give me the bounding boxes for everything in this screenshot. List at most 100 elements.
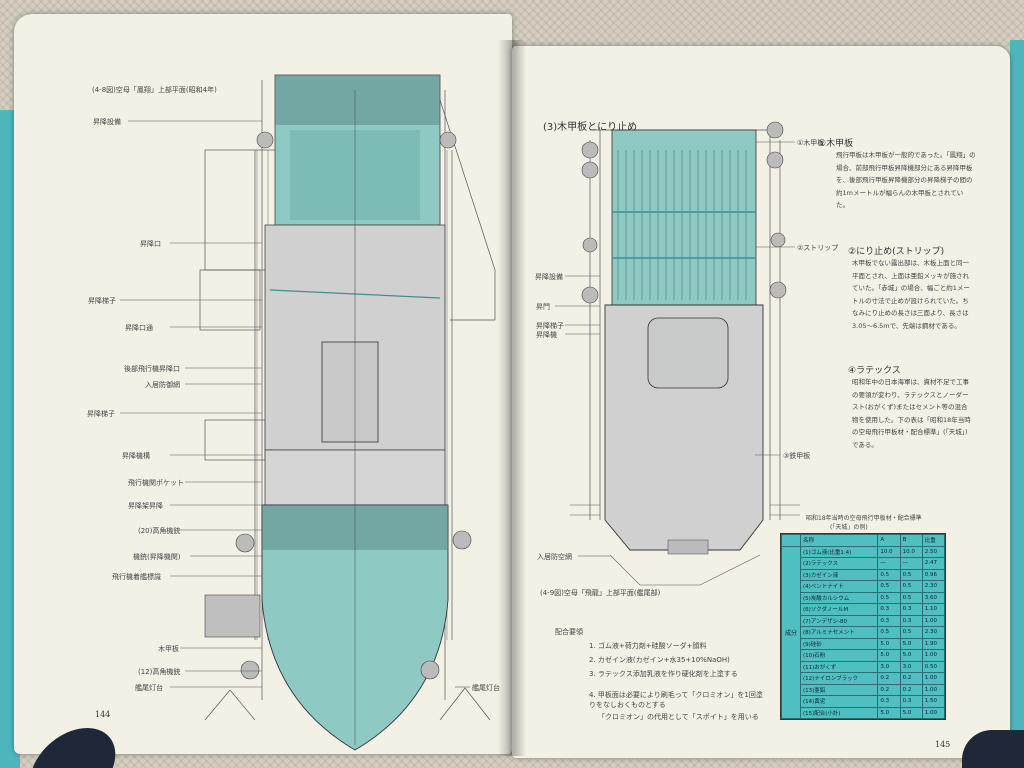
table-cell: 0.2 — [877, 683, 901, 696]
table-cell: 0.3 — [899, 614, 923, 627]
table-cell: 0.2 — [899, 672, 923, 685]
label-line-12: 機銃(昇降機関) — [133, 553, 181, 561]
label-line-15: (12)高角機銃 — [138, 668, 181, 676]
right-left-label-2: 昇門 — [536, 303, 550, 311]
table-cell: 0.5 — [877, 626, 901, 639]
table-subtitle: (「天城」の例) — [830, 524, 868, 531]
table-cell: 5.0 — [877, 637, 901, 650]
table-cell: 0.5 — [877, 568, 901, 581]
table-cell: (10)石粉 — [799, 649, 879, 662]
table-cell: 10.0 — [877, 545, 901, 558]
table-cell: — — [877, 557, 901, 570]
table-header-row: 名称 A B 比重 — [781, 534, 946, 547]
table-cell: 5.0 — [899, 706, 923, 719]
callout-strip: ②ストリップ — [797, 244, 839, 252]
table-cell: 5.0 — [899, 637, 923, 650]
left-figure-caption: (4-8図)空母「鳳翔」上部平面(昭和4年) — [92, 86, 217, 94]
note-line-1: 1. ゴム液+荷力剤+硅酸ソーダ+顔料 — [589, 642, 707, 650]
label-line-2: 昇降口 — [140, 240, 161, 248]
table-cell: (5)炭酸カルシウム — [799, 591, 879, 604]
table-cell: 0.3 — [899, 603, 923, 616]
section-1-text: 飛行甲板は木甲板が一般的であった。「鳳翔」の場合、前部飛行甲板昇降機部分にある昇… — [836, 151, 976, 209]
label-line-14: 木甲板 — [158, 645, 179, 653]
label-line-5: 後部飛行機昇降口 — [124, 365, 180, 373]
table-cell: (13)亜鉛 — [799, 683, 879, 696]
table-cell: 0.50 — [921, 660, 946, 673]
table-title: 昭和18年当時の空母飛行甲板材・配合標準 — [806, 515, 922, 522]
section-1-heading: ①木甲板 — [818, 139, 854, 149]
table-cell: 0.2 — [877, 672, 901, 685]
right-figure-caption: (4-9図)空母「飛龍」上部平面(艦尾部) — [540, 589, 661, 597]
note-line-3: 3. ラテックス添加乳液を作り硬化剤を上塗する — [589, 670, 738, 678]
right-page-number: 145 — [935, 740, 951, 749]
table-cell: 0.3 — [899, 695, 923, 708]
table-cell: 1.00 — [921, 614, 946, 627]
section-heading: (3)木甲板とにり止め — [543, 122, 638, 133]
label-line-6: 入居防御網 — [145, 381, 180, 389]
table-cell: 2.30 — [921, 626, 946, 639]
table-cell: 10.0 — [899, 545, 923, 558]
table-header: A — [877, 534, 901, 547]
book-clip-right — [962, 730, 1024, 768]
table-cell: 0.5 — [899, 568, 923, 581]
table-cell: 0.96 — [921, 568, 946, 581]
table-cell: — — [899, 557, 923, 570]
table-cell: (15)配合(小計) — [799, 706, 879, 719]
table-cell: 2.30 — [921, 580, 946, 593]
label-line-16: 艦尾灯台 — [135, 684, 163, 692]
table-cell: 0.5 — [899, 591, 923, 604]
label-line-4: 昇降口通 — [125, 324, 153, 332]
right-side-label: 艦尾灯台 — [472, 684, 500, 692]
label-line-8: 昇降機構 — [122, 452, 150, 460]
table-cell: 0.5 — [899, 626, 923, 639]
label-line-13: 飛行機着艦標識 — [112, 573, 161, 581]
section-2-heading: ②にり止め(ストリップ) — [848, 247, 945, 257]
note-line-5: 「クロミオン」の代用として「スポイト」を用いる — [598, 713, 759, 721]
label-line-9: 飛行機関ポケット — [128, 479, 184, 487]
label-line-10: 昇降架昇降 — [128, 502, 163, 510]
table-cell: 1.00 — [921, 672, 946, 685]
section-4-text: 昭和年中の日本海軍は、資材不足で工事の要領が変わり、ラテックスとノーダースト(お… — [852, 378, 971, 449]
table-cell: 1.00 — [921, 706, 946, 719]
table-cell: 1.50 — [921, 695, 946, 708]
table-cell: 0.2 — [899, 683, 923, 696]
table-cell: 3.60 — [921, 591, 946, 604]
teal-surface-right — [1010, 40, 1024, 768]
table-cell: 0.3 — [877, 603, 901, 616]
table-cell: (9)硅砂 — [799, 637, 879, 650]
table-cell: 0.5 — [877, 580, 901, 593]
table-cell: 1.90 — [921, 637, 946, 650]
table-cell: (14)黄泥 — [799, 695, 879, 708]
table-cell: 1.00 — [921, 649, 946, 662]
table-cell: 1.10 — [921, 603, 946, 616]
table-cell: (1)ゴム液(比重1.4) — [799, 545, 879, 558]
table-cell: 5.0 — [899, 649, 923, 662]
note-line-2: 2. カゼイン液(カゼイン+水35+10%NaOH) — [589, 656, 730, 664]
label-line-1: 昇降設備 — [93, 118, 121, 126]
aft-elevator — [321, 341, 379, 443]
right-left-label-4: 昇降機 — [536, 331, 557, 339]
table-cell: 5.0 — [877, 706, 901, 719]
table-cell: (6)ソクダノールM — [799, 603, 879, 616]
table-cell: 2.47 — [921, 557, 946, 570]
table-header: 比重 — [921, 534, 946, 547]
bottom-left-label: 入居防空網 — [537, 553, 572, 561]
callout-wooden-deck: ①木甲板 — [797, 139, 825, 147]
table-cell: 0.5 — [899, 580, 923, 593]
section-2-text: 木甲板でない露出部は、木板上面と同一平面とされ、上面は亜鉛メッキが施されていた。… — [852, 259, 970, 330]
table-cell: (11)おがくず — [799, 660, 879, 673]
table-header: B — [899, 534, 923, 547]
label-line-3: 昇降梯子 — [88, 297, 116, 305]
elevator-hatch — [647, 317, 729, 389]
